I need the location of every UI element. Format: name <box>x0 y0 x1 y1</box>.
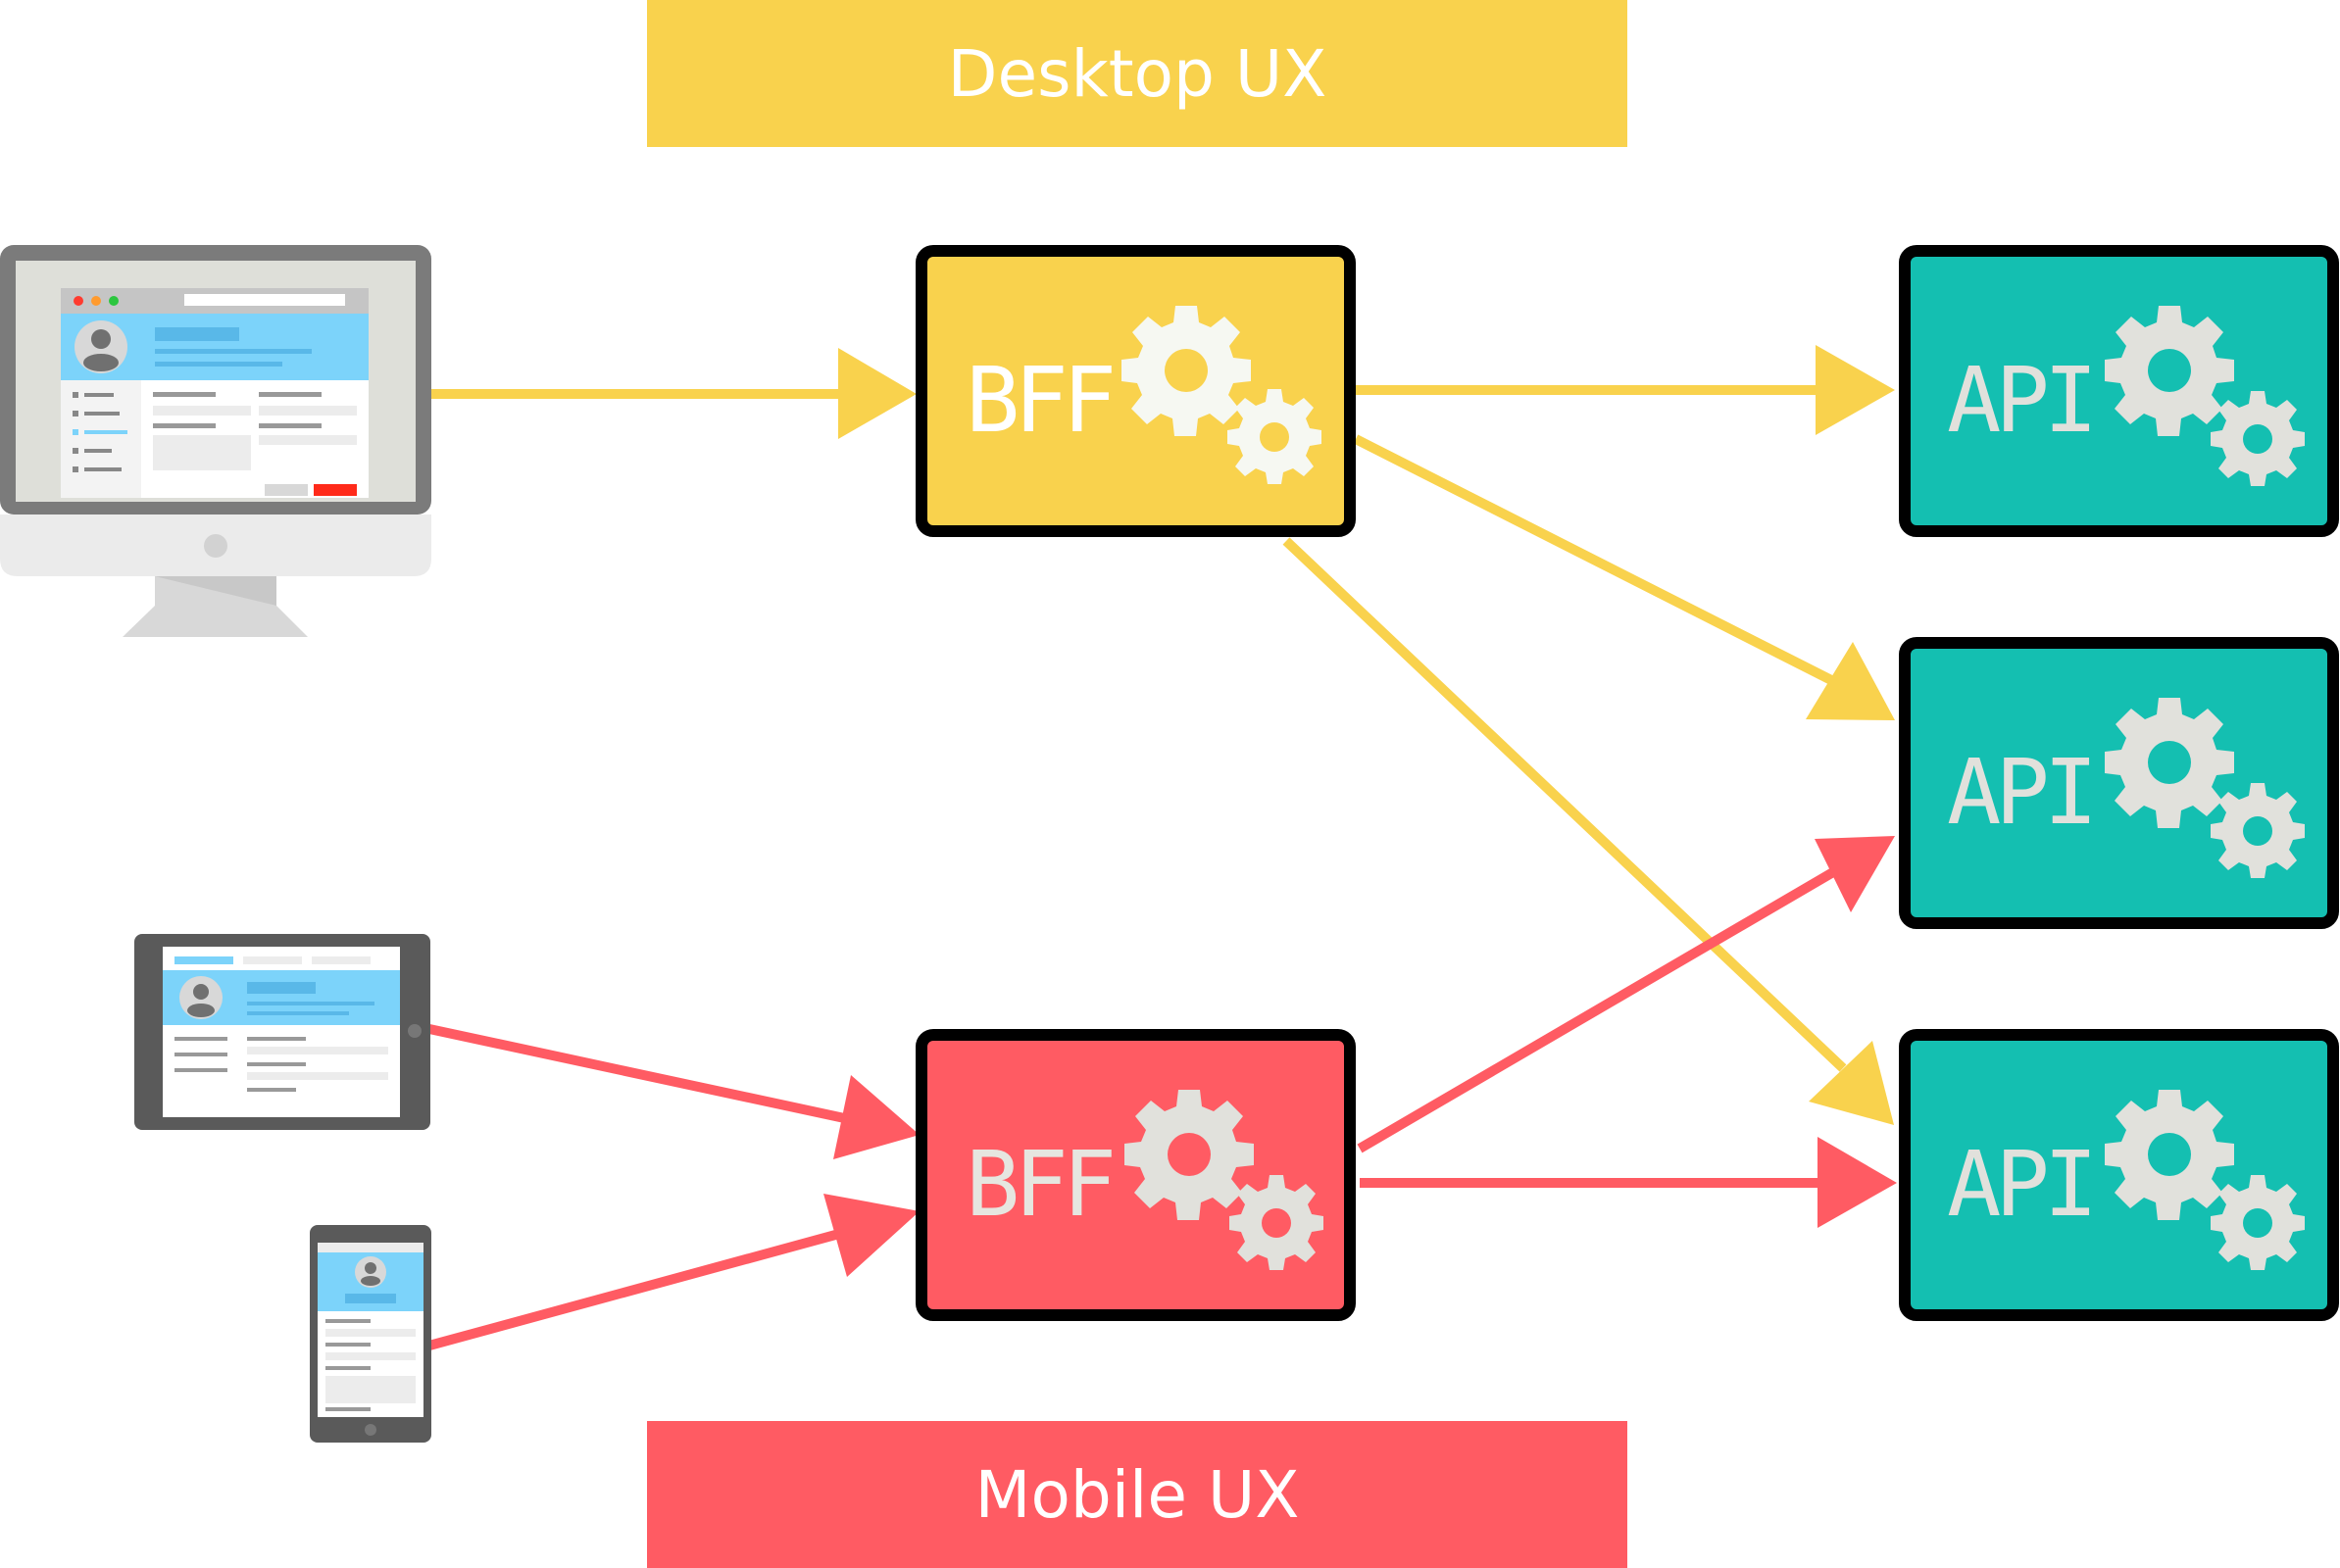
connections <box>427 345 1897 1350</box>
api-node-3: API <box>1899 1029 2339 1321</box>
desktop-ux-band: Desktop UX <box>647 0 1627 147</box>
api-node-2: API <box>1899 637 2339 929</box>
arrow-phone-to-bff-mobile <box>427 1194 920 1350</box>
arrow-bff-desktop-to-api-3 <box>1282 537 1894 1125</box>
gear-icon <box>1121 306 1321 484</box>
bff-mobile-label: BFF <box>966 1132 1112 1237</box>
api-3-label: API <box>1947 1132 2092 1237</box>
phone-icon <box>310 1225 431 1443</box>
arrow-tablet-to-bff-mobile <box>427 1024 920 1159</box>
api-2-label: API <box>1947 740 2092 845</box>
bff-mobile-node: BFF <box>916 1029 1356 1321</box>
arrow-bff-desktop-to-api-1 <box>1356 345 1895 435</box>
gear-icon <box>2105 1090 2305 1270</box>
api-1-label: API <box>1947 348 2092 453</box>
bff-desktop-node: BFF <box>916 245 1356 537</box>
arrow-bff-mobile-to-api-3 <box>1360 1137 1897 1228</box>
tablet-icon <box>134 934 430 1130</box>
desktop-ux-label: Desktop UX <box>948 36 1327 112</box>
mobile-ux-label: Mobile UX <box>975 1457 1300 1533</box>
arrow-desktop-to-bff <box>429 348 917 439</box>
api-node-1: API <box>1899 245 2339 537</box>
gear-icon <box>2105 306 2305 486</box>
gear-icon <box>2105 698 2305 878</box>
bff-desktop-label: BFF <box>966 348 1112 453</box>
desktop-monitor-icon <box>0 245 431 637</box>
mobile-ux-band: Mobile UX <box>647 1421 1627 1568</box>
arrow-bff-mobile-to-api-2 <box>1357 836 1895 1153</box>
gear-icon <box>1124 1090 1323 1270</box>
arrow-bff-desktop-to-api-2 <box>1353 434 1895 720</box>
